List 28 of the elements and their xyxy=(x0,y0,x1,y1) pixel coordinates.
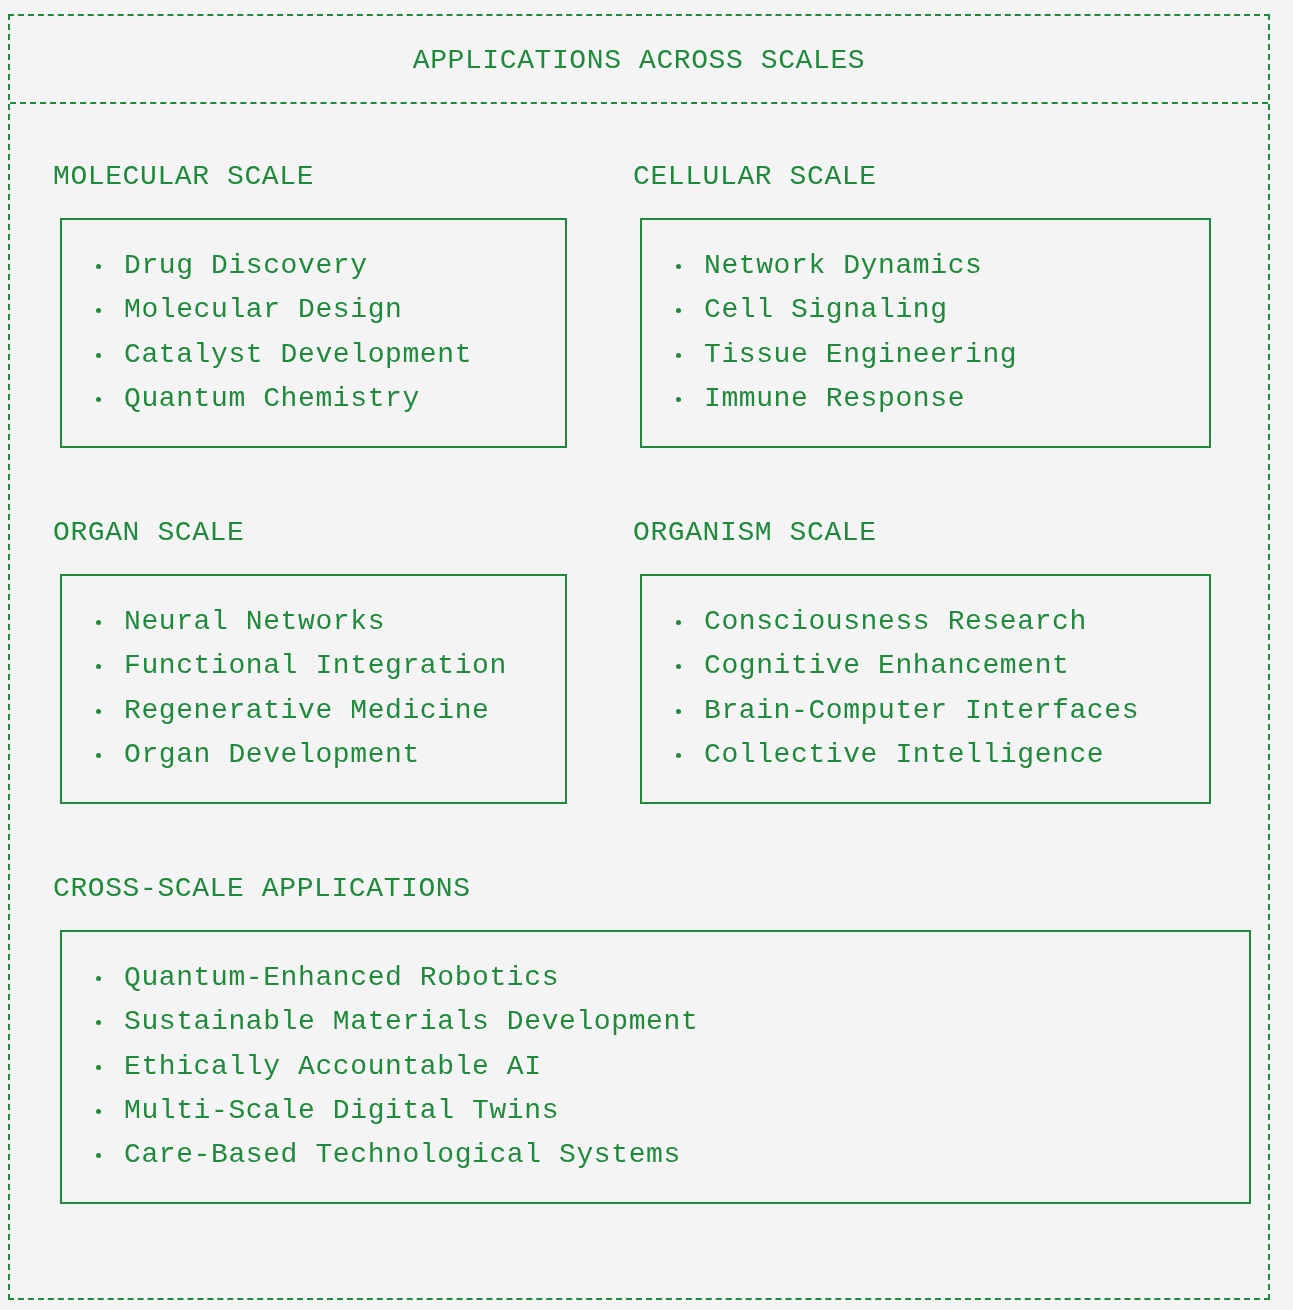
bullet-item: Functional Integration xyxy=(124,650,507,682)
bullet-item: Cognitive Enhancement xyxy=(704,650,1070,682)
bullet-item: Collective Intelligence xyxy=(704,738,1105,770)
bullet-item: Network Dynamics xyxy=(704,250,983,281)
bullet-item: Cell Signaling xyxy=(704,294,948,326)
bullet-item: Molecular Design xyxy=(124,294,403,326)
outer-frame xyxy=(8,14,1270,1300)
frame-title: APPLICATIONS ACROSS SCALES xyxy=(411,44,867,78)
bullet-item: Consciousness Research xyxy=(704,606,1087,637)
section-heading: CELLULAR SCALE xyxy=(633,160,877,194)
bullet-item: Tissue Engineering xyxy=(704,338,1018,370)
section-heading: MOLECULAR SCALE xyxy=(53,160,315,194)
bullet-item: Brain-Computer Interfaces xyxy=(704,694,1140,726)
bullet-item: Immune Response xyxy=(704,382,966,414)
bullet-item: Ethically Accountable AI xyxy=(124,1050,542,1082)
bullet-item: Care-Based Technological Systems xyxy=(124,1139,681,1171)
bullet-item: Organ Development xyxy=(124,738,420,770)
bullet-item: Neural Networks xyxy=(124,606,386,637)
bullet-item: Regenerative Medicine xyxy=(124,694,490,726)
bullet-item: Multi-Scale Digital Twins xyxy=(124,1094,560,1126)
bullet-item: Catalyst Development xyxy=(124,338,473,370)
bullet-item: Sustainable Materials Development xyxy=(124,1006,699,1038)
section-heading: ORGANISM SCALE xyxy=(633,516,877,550)
bullet-item: Quantum Chemistry xyxy=(124,382,420,414)
section-heading: ORGAN SCALE xyxy=(53,516,245,550)
bullet-item: Drug Discovery xyxy=(124,250,368,281)
bullet-item: Quantum-Enhanced Robotics xyxy=(124,962,560,993)
section-heading: CROSS-SCALE APPLICATIONS xyxy=(53,872,471,906)
